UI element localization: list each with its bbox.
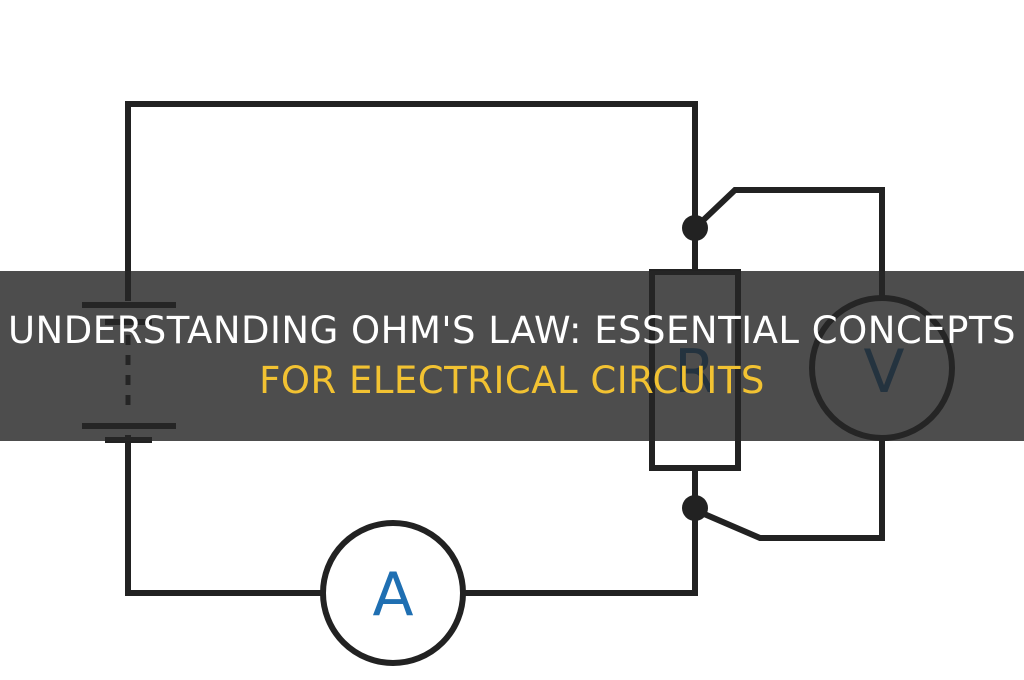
title-line-2: for Electrical Circuits bbox=[259, 359, 765, 402]
circuit-wire-right-lower bbox=[460, 507, 698, 596]
voltmeter-wire-bottom bbox=[691, 432, 885, 541]
circuit-wire-left-lower bbox=[125, 435, 327, 596]
title-banner: Understanding Ohm's Law: Essential Conce… bbox=[0, 271, 1024, 441]
junction-node-bottom bbox=[682, 495, 708, 521]
ammeter-symbol: A bbox=[372, 560, 413, 630]
voltmeter-wire-top bbox=[690, 187, 885, 303]
junction-node-top bbox=[682, 215, 708, 241]
ammeter-circle bbox=[320, 520, 466, 666]
circuit-wire-outer bbox=[125, 101, 698, 301]
title-line-1: Understanding Ohm's Law: Essential Conce… bbox=[7, 309, 1017, 352]
